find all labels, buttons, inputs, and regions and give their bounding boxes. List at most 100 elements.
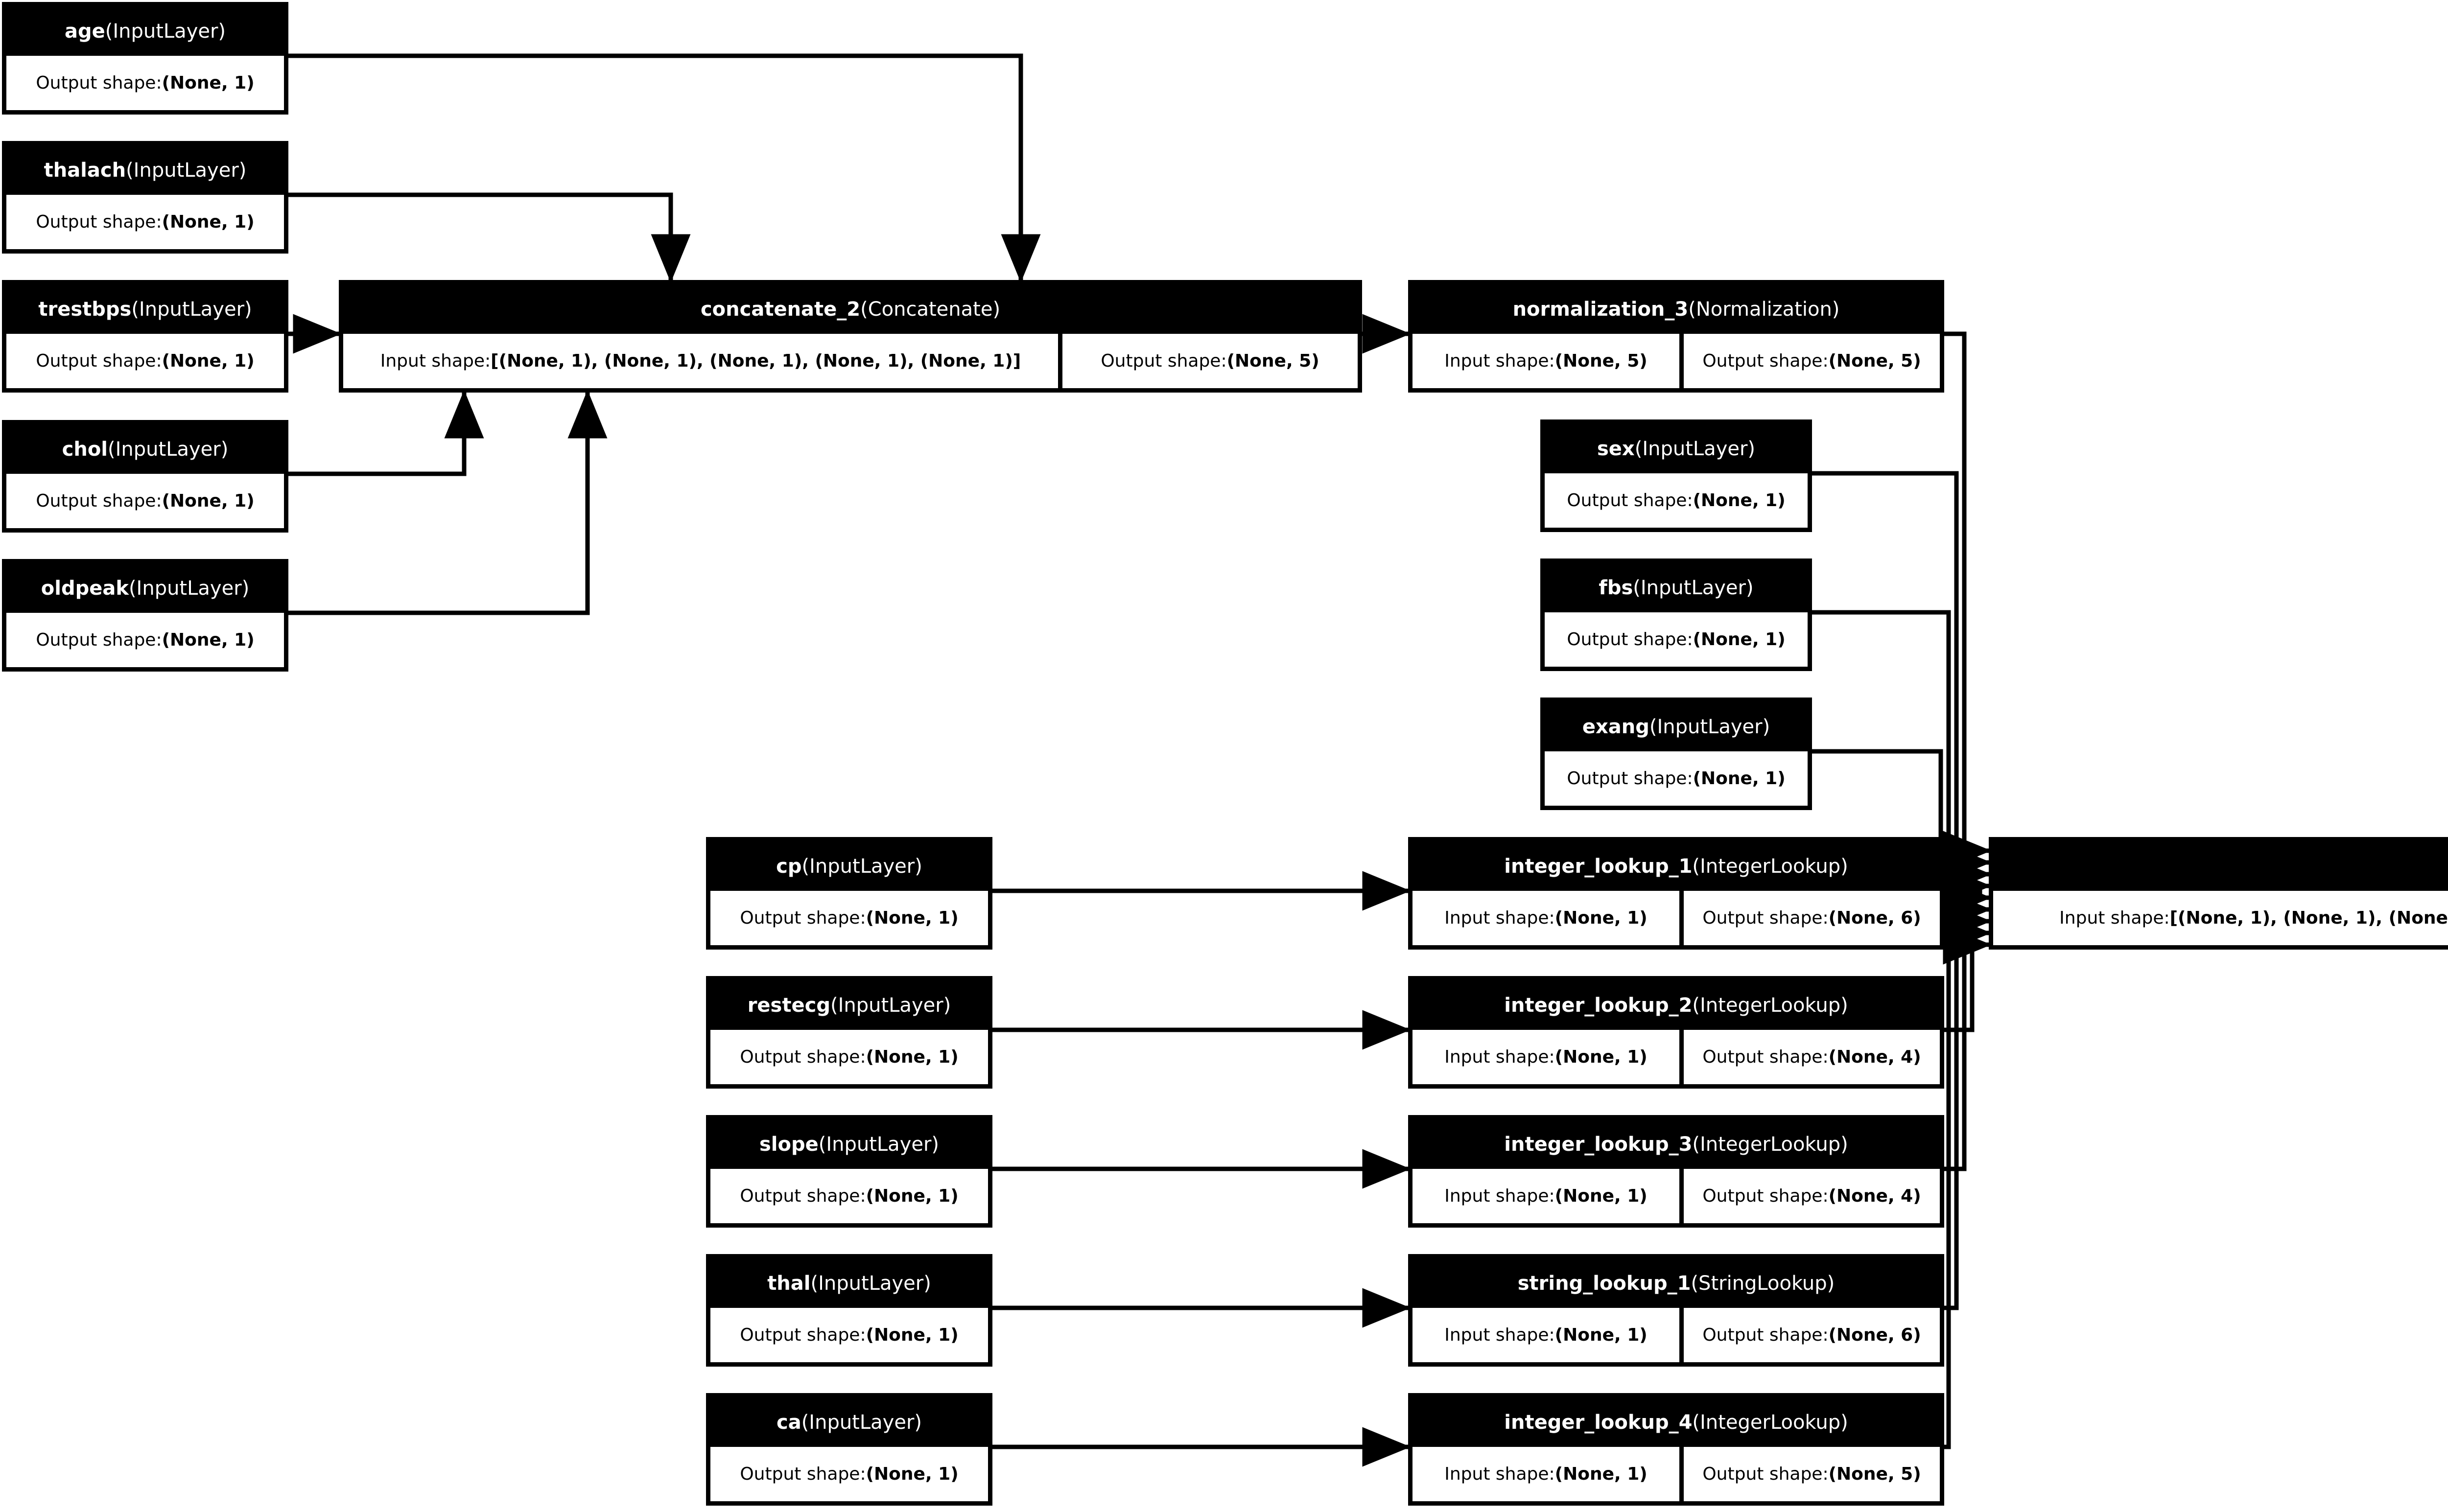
edge-11 [1943,331,1992,871]
node-shapes-restecg: Output shape: (None, 1) [710,1030,988,1084]
node-name-normalization_3: normalization_3 [1512,298,1689,321]
node-slope[interactable]: slope (InputLayer)Output shape: (None, 1… [706,1115,992,1228]
input-shape-normalization_3: Input shape: (None, 5) [1412,334,1679,388]
node-shapes-integer_lookup_2: Input shape: (None, 1)Output shape: (Non… [1412,1030,1940,1084]
node-name-fbs: fbs [1599,576,1633,599]
node-title-integer_lookup_2: integer_lookup_2 (IntegerLookup) [1412,980,1940,1030]
node-class-integer_lookup_4: (IntegerLookup) [1692,1411,1848,1434]
node-normalization_3[interactable]: normalization_3 (Normalization)Input sha… [1408,280,1944,393]
edge-12 [1812,471,1992,883]
node-class-integer_lookup_3: (IntegerLookup) [1692,1133,1848,1156]
node-name-thalach: thalach [44,159,126,182]
output-shape-oldpeak: Output shape: (None, 1) [6,613,284,667]
node-class-age: (InputLayer) [105,20,226,43]
output-shape-slope: Output shape: (None, 1) [710,1169,988,1223]
node-title-integer_lookup_3: integer_lookup_3 (IntegerLookup) [1412,1119,1940,1169]
node-name-trestbps: trestbps [38,298,132,321]
node-shapes-cp: Output shape: (None, 1) [710,891,988,945]
node-shapes-concatenate_3: Input shape: [(None, 1), (None, 1), (Non… [1993,891,2448,945]
node-name-cp: cp [776,855,802,878]
node-shapes-concatenate_2: Input shape: [(None, 1), (None, 1), (Non… [343,334,1358,388]
node-oldpeak[interactable]: oldpeak (InputLayer) Output shape: (None,… [2,559,288,672]
node-name-sex: sex [1597,437,1635,460]
input-shape-integer_lookup_3: Input shape: (None, 1) [1412,1169,1679,1223]
node-thalach[interactable]: thalach (InputLayer)Output shape: (None,… [2,141,288,254]
node-integer_lookup_4[interactable]: integer_lookup_4 (IntegerLookup)Input sh… [1408,1393,1944,1506]
node-title-concatenate_2: concatenate_2 (Concatenate) [343,284,1358,334]
node-shapes-chol: Output shape: (None, 1) [6,474,284,528]
node-cp[interactable]: cp (InputLayer)Output shape: (None, 1) [706,837,992,950]
input-shape-integer_lookup_4: Input shape: (None, 1) [1412,1447,1679,1501]
output-shape-exang: Output shape: (None, 1) [1545,751,1808,806]
edge-3 [288,390,484,476]
node-title-sex: sex (InputLayer) [1545,424,1808,473]
node-chol[interactable]: chol (InputLayer)Output shape: (None, 1) [2,420,288,533]
node-class-integer_lookup_1: (IntegerLookup) [1692,855,1848,878]
node-class-restecg: (InputLayer) [830,994,951,1017]
node-integer_lookup_2[interactable]: integer_lookup_2 (IntegerLookup)Input sh… [1408,976,1944,1089]
node-name-oldpeak: oldpeak [41,577,129,600]
node-class-thal: (InputLayer) [810,1272,931,1295]
node-name-integer_lookup_1: integer_lookup_1 [1504,855,1693,878]
node-shapes-integer_lookup_4: Input shape: (None, 1)Output shape: (Non… [1412,1447,1940,1501]
node-name-string_lookup_1: string_lookup_1 [1517,1272,1691,1295]
output-shape-normalization_3: Output shape: (None, 5) [1684,334,1940,388]
node-class-trestbps: (InputLayer) [131,298,252,321]
node-concatenate_2[interactable]: concatenate_2 (Concatenate)Input shape: … [339,280,1362,393]
node-class-chol: (InputLayer) [108,438,229,461]
node-name-restecg: restecg [747,994,830,1017]
output-shape-cp: Output shape: (None, 1) [710,891,988,945]
node-concatenate_3[interactable]: concatenate_3 (Concatenate)Input shape: … [1989,837,2448,950]
output-shape-trestbps: Output shape: (None, 1) [6,334,284,388]
node-title-integer_lookup_1: integer_lookup_1 (IntegerLookup) [1412,841,1940,891]
node-shapes-trestbps: Output shape: (None, 1) [6,334,284,388]
node-trestbps[interactable]: trestbps (InputLayer)Output shape: (None… [2,280,288,393]
node-title-normalization_3: normalization_3 (Normalization) [1412,284,1940,334]
node-title-integer_lookup_4: integer_lookup_4 (IntegerLookup) [1412,1397,1940,1447]
node-name-concatenate_2: concatenate_2 [700,298,861,321]
node-class-slope: (InputLayer) [818,1133,940,1156]
node-title-chol: chol (InputLayer) [6,424,284,474]
node-exang[interactable]: exang (InputLayer) Output shape: (None, 1… [1540,698,1812,810]
node-shapes-sex: Output shape: (None, 1) [1545,473,1808,528]
node-integer_lookup_1[interactable]: integer_lookup_1 (IntegerLookup)Input sh… [1408,837,1944,950]
node-name-chol: chol [62,438,108,461]
node-age[interactable]: age (InputLayer)Output shape: (None, 1) [2,2,288,115]
node-fbs[interactable]: fbs (InputLayer)Output shape: (None, 1) [1540,558,1812,671]
node-name-exang: exang [1582,715,1649,738]
input-shape-integer_lookup_1: Input shape: (None, 1) [1412,891,1679,945]
node-title-thal: thal (InputLayer) [710,1258,988,1308]
node-class-string_lookup_1: (StringLookup) [1691,1272,1835,1295]
node-name-age: age [64,20,105,43]
node-title-concatenate_3: concatenate_3 (Concatenate) [1993,841,2448,891]
node-sex[interactable]: sex (InputLayer)Output shape: (None, 1) [1540,419,1812,532]
node-title-trestbps: trestbps (InputLayer) [6,284,284,334]
node-title-cp: cp (InputLayer) [710,841,988,891]
output-shape-integer_lookup_4: Output shape: (None, 5) [1684,1447,1940,1501]
output-shape-integer_lookup_3: Output shape: (None, 4) [1684,1169,1940,1223]
node-string_lookup_1[interactable]: string_lookup_1 (StringLookup) Input shap… [1408,1254,1944,1367]
node-integer_lookup_3[interactable]: integer_lookup_3 (IntegerLookup)Input sh… [1408,1115,1944,1228]
node-class-ca: (InputLayer) [801,1411,922,1434]
node-title-restecg: restecg (InputLayer) [710,980,988,1030]
node-restecg[interactable]: restecg (InputLayer)Output shape: (None,… [706,976,992,1089]
output-shape-chol: Output shape: (None, 1) [6,474,284,528]
output-shape-integer_lookup_2: Output shape: (None, 4) [1684,1030,1940,1084]
input-shape-string_lookup_1: Input shape: (None, 1) [1412,1308,1679,1362]
edge-18 [1943,913,1992,1310]
node-class-oldpeak: (InputLayer) [128,577,250,600]
edge-19 [1943,925,1992,1449]
output-shape-ca: Output shape: (None, 1) [710,1447,988,1501]
output-shape-sex: Output shape: (None, 1) [1545,473,1808,528]
node-class-concatenate_2: (Concatenate) [860,298,1001,321]
node-shapes-integer_lookup_1: Input shape: (None, 1)Output shape: (Non… [1412,891,1940,945]
node-shapes-integer_lookup_3: Input shape: (None, 1)Output shape: (Non… [1412,1169,1940,1223]
node-class-exang: (InputLayer) [1649,715,1770,738]
node-shapes-string_lookup_1: Input shape: (None, 1)Output shape: (Non… [1412,1308,1940,1362]
node-name-ca: ca [776,1411,801,1434]
node-ca[interactable]: ca (InputLayer) Output shape: (None, 1) [706,1393,992,1506]
node-shapes-normalization_3: Input shape: (None, 5)Output shape: (Non… [1412,334,1940,388]
node-name-integer_lookup_4: integer_lookup_4 [1504,1411,1693,1434]
node-class-sex: (InputLayer) [1634,437,1756,460]
node-thal[interactable]: thal (InputLayer)Output shape: (None, 1) [706,1254,992,1367]
